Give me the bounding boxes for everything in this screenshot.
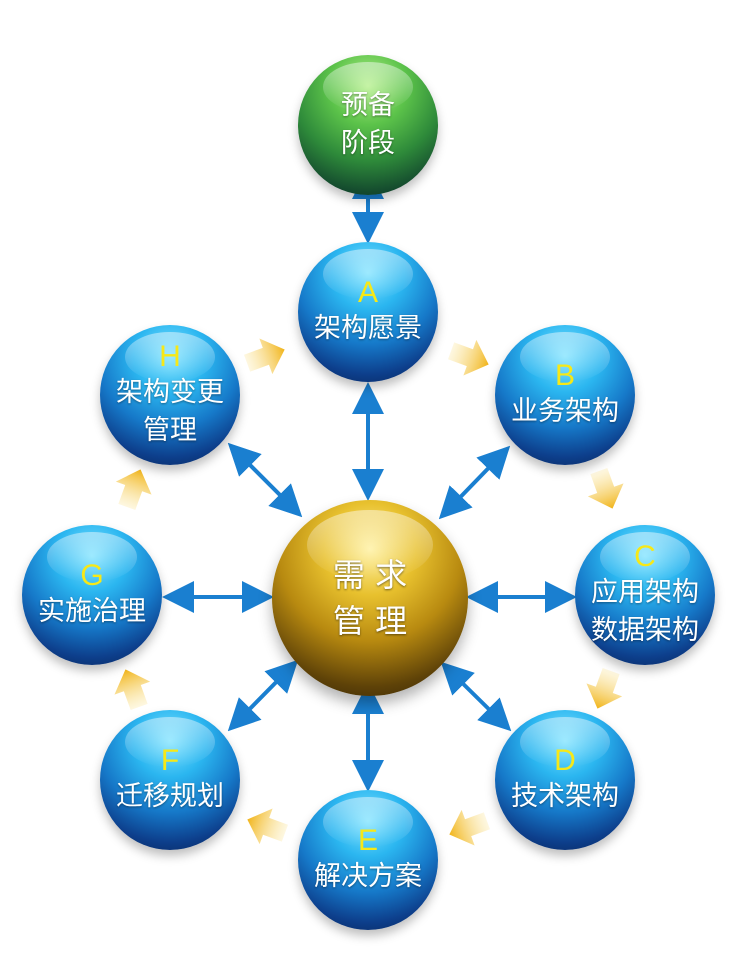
phase-g-label: 实施治理 [38,596,146,627]
phase-e-label: 解决方案 [314,861,422,892]
phase-a-label: 架构愿景 [314,313,422,344]
flow-arrow-h-a [244,338,285,375]
flow-arrow-c-d [586,668,623,709]
phase-a-node: A 架构愿景 [298,242,438,382]
arrow-center-f [227,659,299,732]
phase-b-node: B 业务架构 [495,325,635,465]
phase-c-label: 应用架构 数据架构 [591,577,699,646]
arrow-center-b [438,445,511,520]
phase-f-letter: F [160,744,180,777]
phase-d-label: 技术架构 [511,781,619,812]
flow-arrow-a-b [448,339,489,376]
phase-h-letter: H [159,340,181,373]
flow-arrow-d-e [449,809,490,846]
arrow-center-d [440,661,512,732]
phase-h-node: H 架构变更 管理 [100,325,240,465]
preliminary-phase-node: 预备 阶段 [298,55,438,195]
flow-arrow-b-c [587,468,624,509]
phase-b-letter: B [554,359,575,392]
phase-c-node: C 应用架构 数据架构 [575,525,715,665]
phase-h-label: 架构变更 管理 [116,377,224,446]
flow-arrow-f-g [114,669,151,710]
requirements-management-label: 需 求 管 理 [332,556,408,640]
preliminary-phase-label: 预备 阶段 [341,90,395,159]
phase-f-label: 迁移规划 [116,781,224,812]
phase-d-node: D 技术架构 [495,710,635,850]
arrow-center-h [227,442,303,518]
phase-e-node: E 解决方案 [298,790,438,930]
phase-c-letter: C [634,540,656,573]
flow-arrow-g-h [115,469,152,510]
phase-a-letter: A [357,276,378,309]
flow-arrow-e-f [247,808,288,845]
phase-g-node: G 实施治理 [22,525,162,665]
phase-f-node: F 迁移规划 [100,710,240,850]
phase-g-letter: G [80,559,104,592]
requirements-management-node: 需 求 管 理 [272,500,468,696]
phase-b-label: 业务架构 [511,396,619,427]
phase-d-letter: D [554,744,576,777]
phase-e-letter: E [357,824,378,857]
